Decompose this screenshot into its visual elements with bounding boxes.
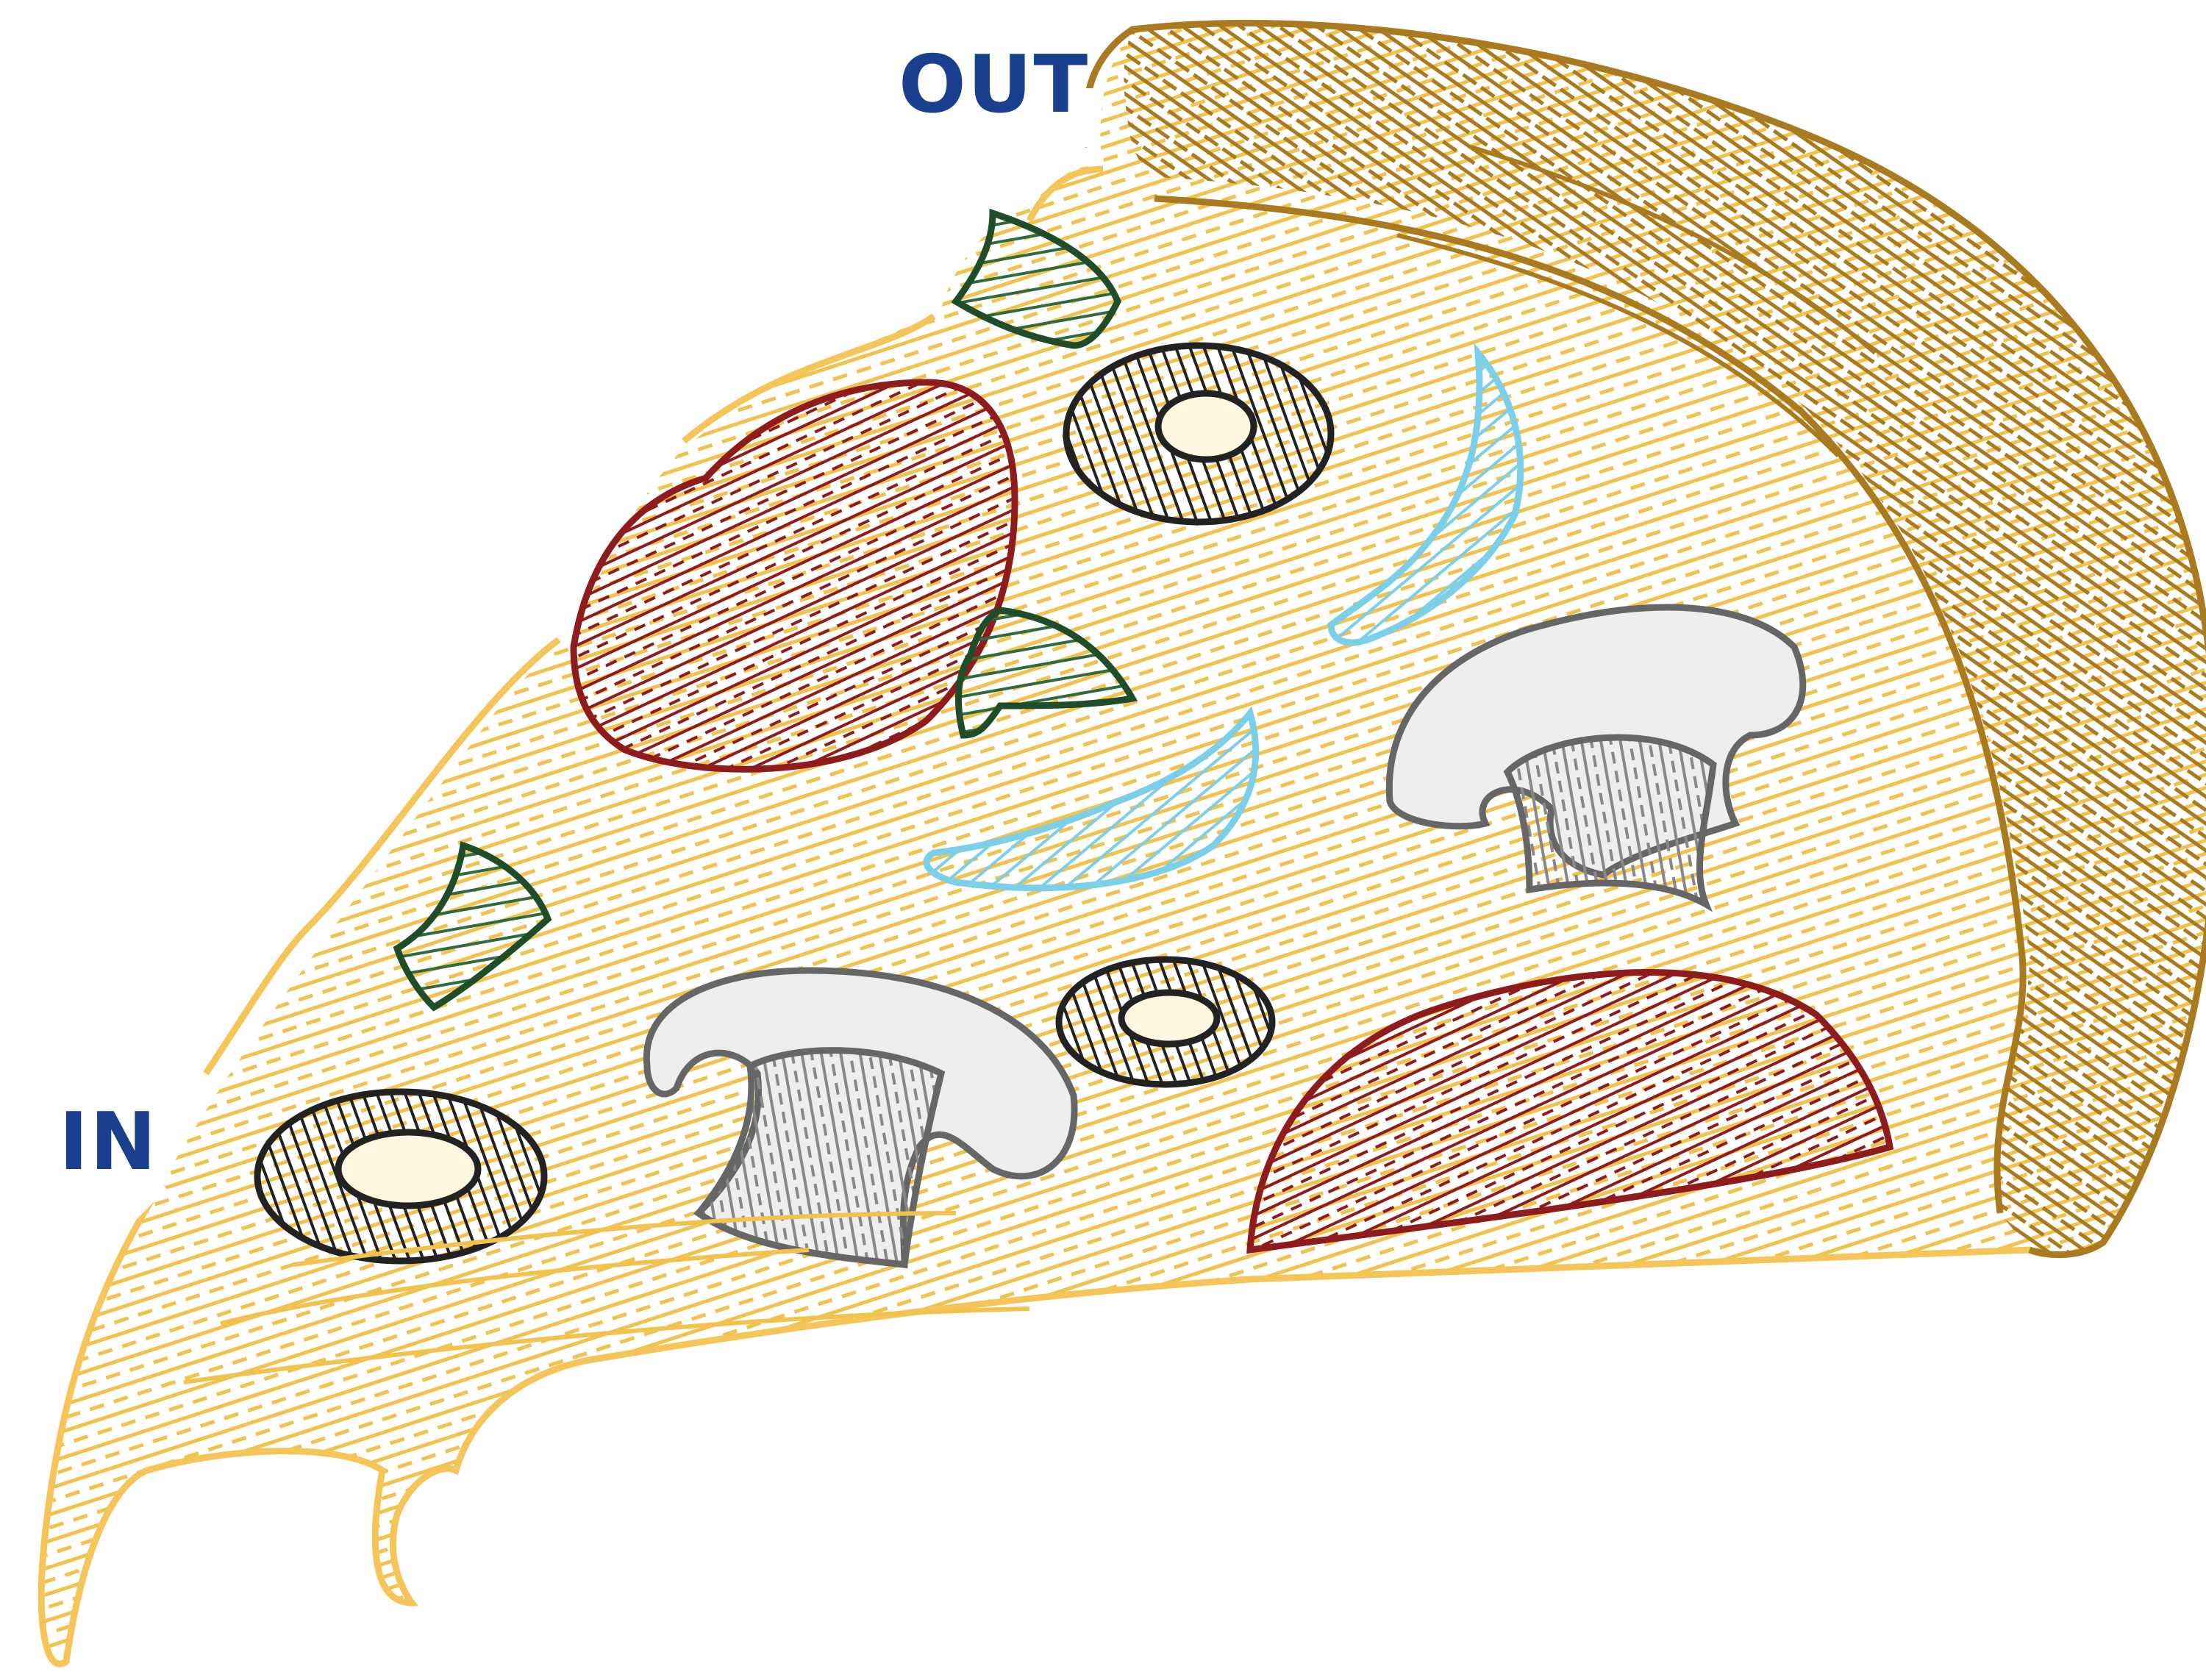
olive-ring-left <box>254 1088 548 1265</box>
exit-label: OUT <box>899 39 1090 131</box>
onion-upper <box>1327 343 1524 646</box>
crust-outline <box>1082 19 2206 1258</box>
green-pepper-topping <box>393 208 1138 1012</box>
green-pepper-top <box>951 208 1121 349</box>
maze-corridor <box>1396 145 1877 458</box>
green-pepper-left <box>393 841 552 1012</box>
mushroom-topping <box>643 604 1807 1269</box>
olive-ring-top <box>1063 342 1335 526</box>
olive-ring-middle <box>1055 956 1276 1088</box>
pepperoni-lower <box>1246 969 1894 1254</box>
onion-middle <box>923 706 1260 892</box>
mushroom-left-stem <box>693 1047 946 1268</box>
crust-inner-edge <box>1154 195 2027 1214</box>
green-pepper-middle <box>955 607 1138 739</box>
maze-walls <box>183 145 1877 1384</box>
entrance-label: IN <box>59 1096 158 1188</box>
maze-corridor <box>183 1211 1030 1384</box>
onion-topping <box>923 343 1524 892</box>
slice-outline-left-edge <box>682 165 1104 444</box>
pepperoni-upper <box>570 379 1018 773</box>
slice-outline-upper <box>203 637 561 1076</box>
mushroom-right-stem <box>1503 734 1717 912</box>
pepperoni-topping <box>570 379 1894 1254</box>
olive-topping <box>254 342 1335 1265</box>
maze-entrance[interactable] <box>104 1178 168 1241</box>
